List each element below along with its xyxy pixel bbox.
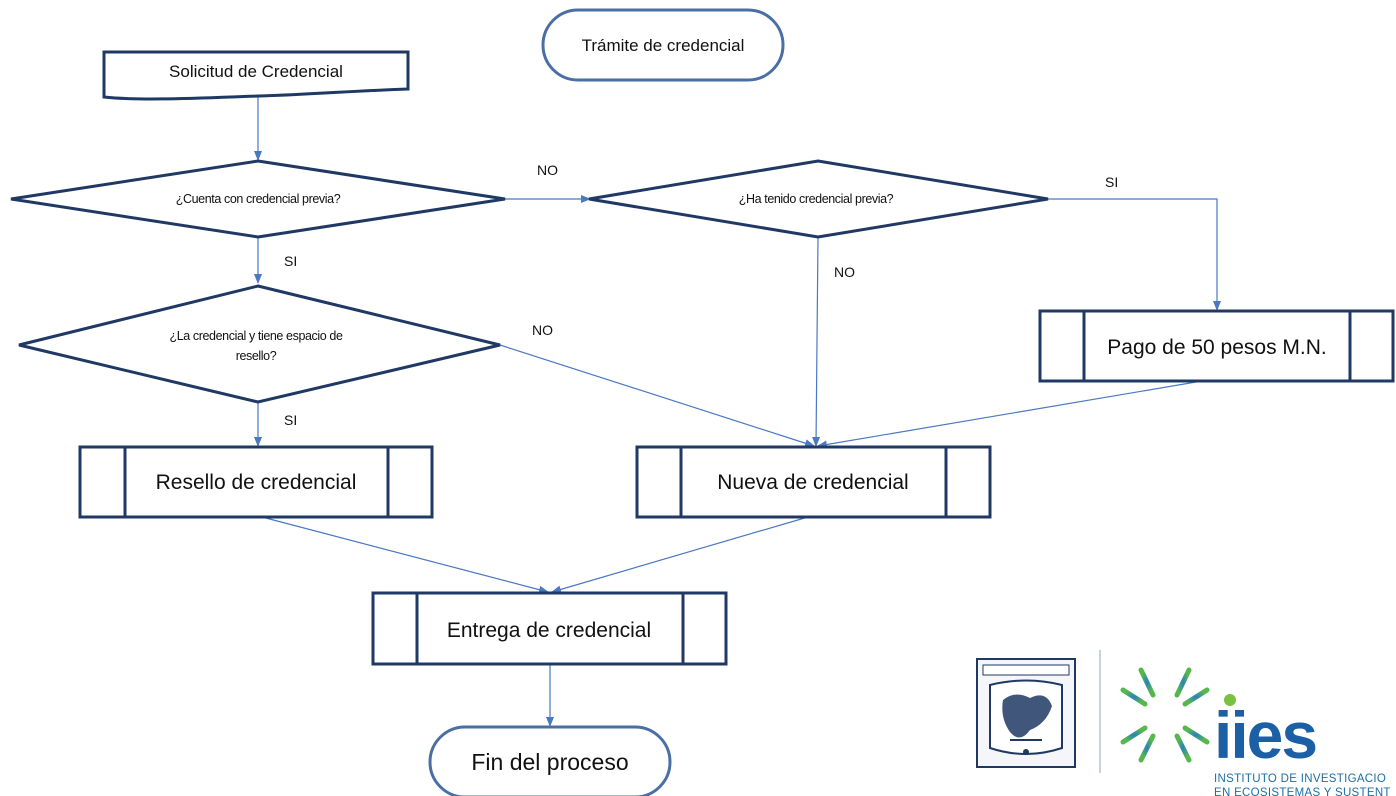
iies-dot [1224,694,1236,706]
unam-seal-logo [976,658,1076,768]
decision-label: ¿Ha tenido credencial previa? [739,192,894,206]
iies-burst-icon [1114,661,1216,769]
edge-pago-to-nueva [817,381,1197,449]
process-resello: Resello de credencial [78,445,434,519]
institute-name-line1: INSTITUTO DE INVESTIGACIO [1214,773,1386,785]
institute-name-line2: EN ECOSISTEMAS Y SUSTENT [1214,787,1391,796]
process-entrega: Entrega de credencial [371,591,728,666]
iies-name: iies [1214,698,1316,772]
decision-label-line1: ¿La credencial y tiene espacio de [169,329,342,343]
process-label: Entrega de credencial [447,619,651,642]
decision-espacio-resello: ¿La credencial y tiene espacio de resell… [18,284,501,404]
process-label: Resello de credencial [156,471,357,494]
edge-label-si: SI [1105,174,1118,190]
connectors [254,97,1221,727]
process-label: Nueva de credencial [717,471,908,494]
start-terminator: Trámite de credencial [541,8,785,82]
iies-wordmark-logo: iies [1214,694,1318,772]
edge-label-no: NO [834,264,855,280]
edge-hatenido-to-nueva [812,236,821,447]
edge-espacio-to-nueva [499,344,815,448]
edge-label-no: NO [532,322,553,338]
decision-cuenta-previa: ¿Cuenta con credencial previa? [10,159,506,239]
edge-resello-to-entrega [261,516,549,594]
logos: iies INSTITUTO DE INVESTIGACIO EN ECOSIS… [976,650,1391,796]
end-terminator: Fin del proceso [428,725,672,796]
edge-label-si: SI [284,412,297,428]
edge-hatenido-to-pago [1048,198,1221,311]
start-label: Trámite de credencial [582,36,745,55]
process-label: Pago de 50 pesos M.N. [1107,336,1326,359]
decision-label-line2: resello? [236,349,277,363]
process-nueva: Nueva de credencial [635,445,992,519]
decision-label: ¿Cuenta con credencial previa? [176,192,341,206]
end-label: Fin del proceso [471,749,628,775]
process-pago: Pago de 50 pesos M.N. [1038,309,1395,383]
solicitud-document: Solicitud de Credencial [102,50,410,101]
decision-ha-tenido: ¿Ha tenido credencial previa? [588,159,1049,239]
edge-label-no: NO [537,162,558,178]
edge-nueva-to-entrega [551,516,809,594]
edge-label-si: SI [284,253,297,269]
solicitud-label: Solicitud de Credencial [169,62,343,81]
